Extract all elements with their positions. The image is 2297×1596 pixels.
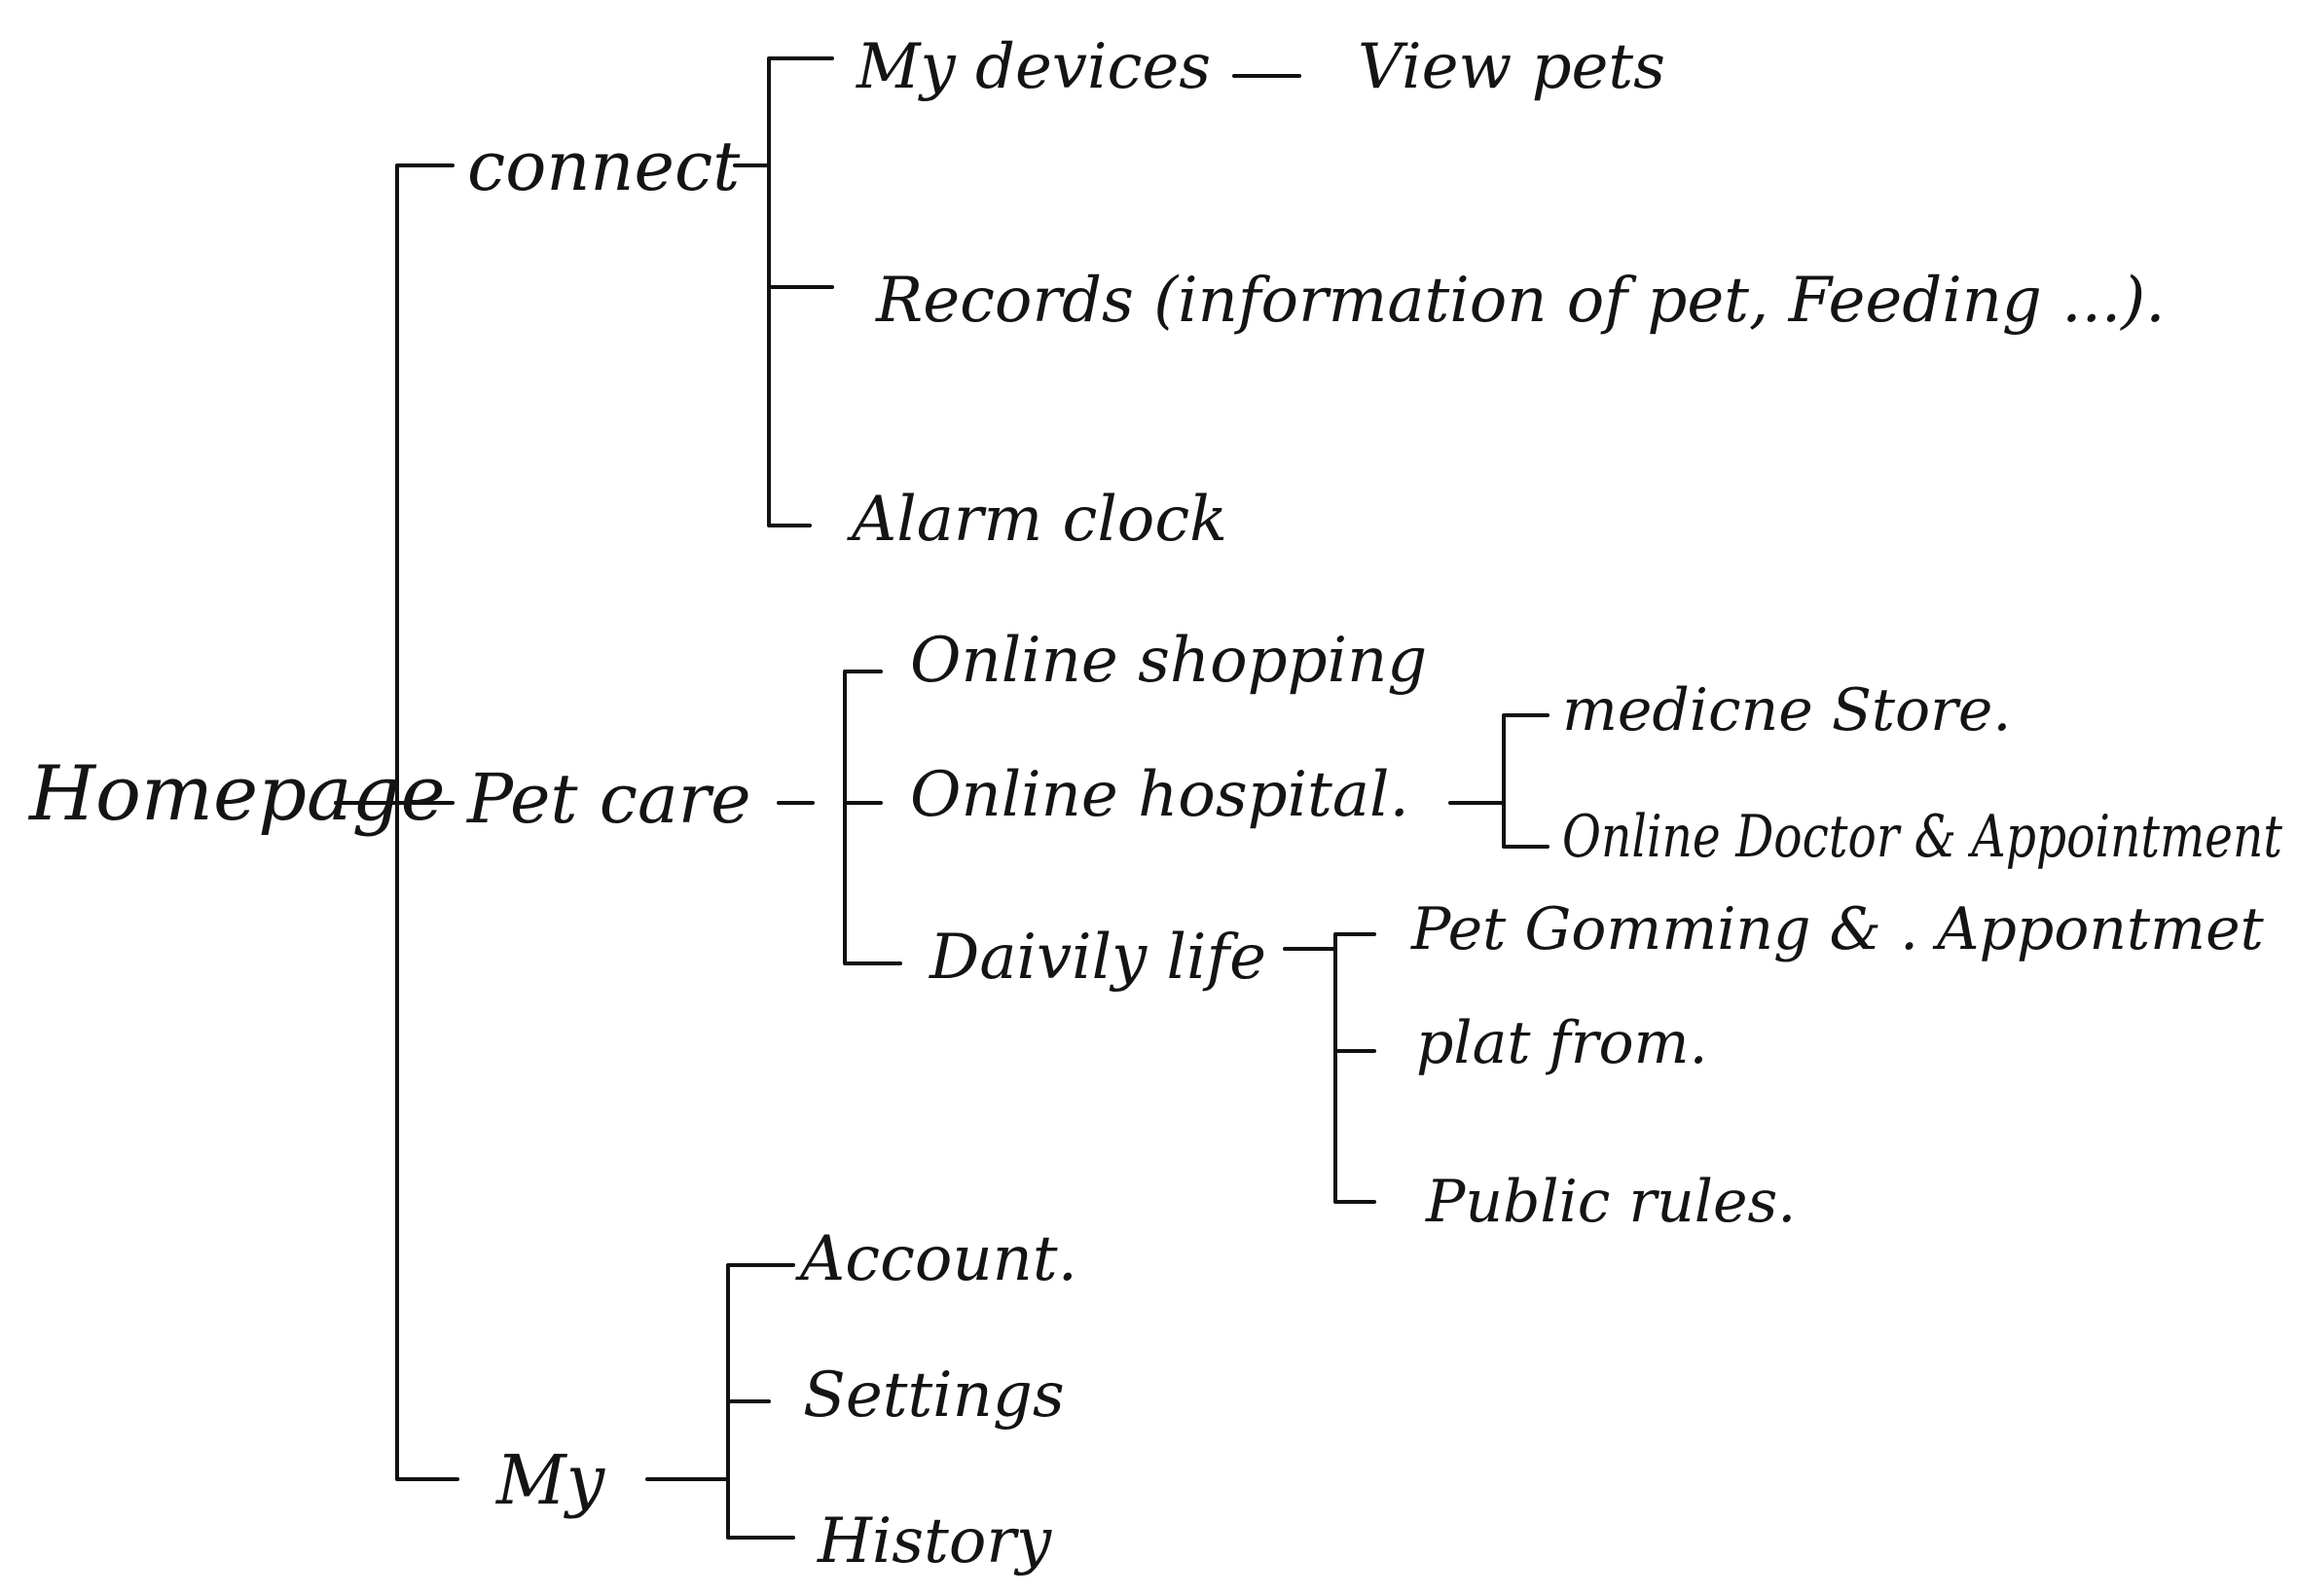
tree-connectors — [334, 56, 1550, 1540]
view-pets-node: View pets — [1358, 31, 1665, 103]
my-node: My — [494, 1440, 606, 1520]
pet-care-node: Pet care — [465, 759, 751, 839]
root-node: Homepage — [27, 750, 446, 838]
root-spine — [334, 163, 459, 1481]
history-node: History — [817, 1505, 1052, 1578]
medicine-store-node: medicne Store. — [1562, 676, 2011, 744]
connect-connector — [733, 56, 834, 527]
daily-life-connector — [1283, 932, 1376, 1204]
settings-node: Settings — [803, 1360, 1065, 1432]
pet-grooming-node: Pet Gomming & . Appontmet — [1410, 895, 2265, 963]
online-doctor-node: Online Doctor & Appointment — [1562, 803, 2283, 871]
tree-labels: Homepage connect My devices View pets Re… — [27, 31, 2283, 1578]
platform-node: plat from. — [1416, 1009, 1708, 1077]
hospital-connector — [1448, 713, 1550, 849]
records-node: Records (information of pet, Feeding ...… — [875, 265, 2166, 337]
online-shopping-node: Online shopping — [910, 625, 1427, 697]
my-devices-node: My devices — [856, 31, 1211, 103]
connect-node: connect — [467, 127, 741, 206]
my-connector — [645, 1263, 795, 1540]
alarm-clock-node: Alarm clock — [847, 484, 1227, 556]
pet-care-connector — [777, 670, 902, 965]
online-hospital-node: Online hospital. — [910, 759, 1409, 831]
public-rules-node: Public rules. — [1425, 1168, 1796, 1236]
account-node: Account. — [795, 1223, 1077, 1295]
daily-life-node: Daivily life — [929, 922, 1266, 994]
